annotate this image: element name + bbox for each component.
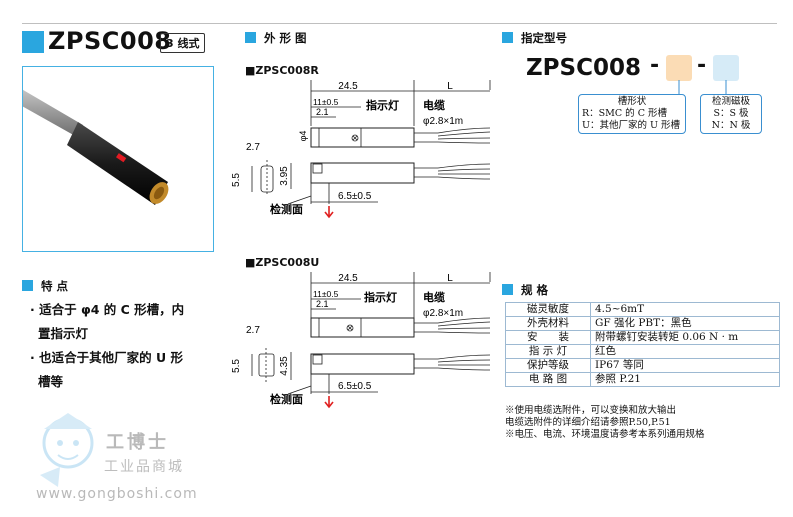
spec-key: 外壳材料 <box>505 316 591 331</box>
dim-11: 11±0.5 <box>313 97 339 107</box>
spec-notes: ※使用电缆选附件，可以变换和放大输出 电缆选附件的详细介绍请参照P.50,P.5… <box>505 405 705 441</box>
sensor-image <box>23 89 169 205</box>
groove-option-box <box>666 55 692 81</box>
spec-key: 安 装 <box>505 330 591 345</box>
feature-line: 置指示灯 <box>38 326 89 341</box>
mascot-icon <box>40 413 94 487</box>
dim-L: L <box>447 81 453 92</box>
dim-11: 11±0.5 <box>313 289 339 299</box>
watermark <box>30 405 110 499</box>
cable-label: 电缆 <box>423 98 445 112</box>
dim-27: 2.7 <box>246 142 260 153</box>
drawing-r: 24.5 L 11±0.5 2.1 指示灯 电缆 φ2.8×1m 2.7 φ4 … <box>231 80 491 219</box>
table-row: 电 路 图参照 P.21 <box>505 372 780 387</box>
dim-phi4: φ4 <box>298 131 308 142</box>
title-marker <box>22 31 44 53</box>
drawing-u: 24.5 L 11±0.5 2.1 指示灯 电缆 φ2.8×1m 2.7 5.5… <box>231 272 491 409</box>
features-list: · 适合于 φ4 的 C 形槽，内 置指示灯 · 也适合于其他厂家的 U 形 槽… <box>30 298 184 394</box>
dim-65: 6.5±0.5 <box>338 381 372 392</box>
cable-diameter: φ2.8×1m <box>423 308 463 319</box>
dim-55: 5.5 <box>231 359 242 373</box>
table-row: 安 装附带螺钉安装转矩 0.06 N · m <box>505 330 780 345</box>
spec-value: 4.5~6mT <box>590 302 780 317</box>
features-section-header: 特 点 <box>22 278 68 294</box>
dim-27: 2.7 <box>246 325 260 336</box>
feature-line: · 也适合于其他厂家的 U 形 <box>30 350 183 365</box>
spec-value: GF 强化 PBT：黑色 <box>590 316 780 331</box>
model-dash: - <box>697 53 707 78</box>
model-code: ZPSC008 <box>526 55 641 81</box>
drawing-r-label: ■ZPSC008R <box>245 64 319 77</box>
dim-length: 24.5 <box>338 273 358 284</box>
magnet-option-n: N：N 极 <box>711 120 751 131</box>
model-section-header: 指定型号 <box>502 30 567 46</box>
spec-key: 电 路 图 <box>505 372 591 387</box>
groove-shape-legend: 槽形状 R：SMC 的 C 形槽 U：其他厂家的 U 形槽 <box>578 94 686 134</box>
magnet-title: 检测磁极 <box>711 96 750 107</box>
feature-line: · 适合于 φ4 的 C 形槽，内 <box>30 302 185 317</box>
outline-section-header: 外 形 图 <box>245 30 307 46</box>
section-marker <box>502 32 513 43</box>
dim-21: 2.1 <box>316 299 329 309</box>
indicator-label: 指示灯 <box>364 290 397 304</box>
dim-435: 4.35 <box>279 356 290 376</box>
magnet-option-s: S：S 极 <box>713 108 749 119</box>
model-dash: - <box>650 53 660 78</box>
dim-55: 5.5 <box>231 173 242 187</box>
cable-label: 电缆 <box>423 290 445 304</box>
specs-heading: 规 格 <box>521 283 549 297</box>
wire-type-badge: 3 线式 <box>160 33 206 53</box>
feature-line: 槽等 <box>38 374 64 389</box>
option-connectors <box>678 80 727 94</box>
groove-title: 槽形状 <box>617 96 647 107</box>
dim-65: 6.5±0.5 <box>338 191 372 202</box>
features-heading: 特 点 <box>41 279 69 293</box>
magnet-pole-legend: 检测磁极 S：S 极 N：N 极 <box>700 94 762 134</box>
groove-option-r: R：SMC 的 C 形槽 <box>582 108 667 119</box>
indicator-label: 指示灯 <box>366 98 399 112</box>
spec-value: IP67 等同 <box>590 358 780 373</box>
dim-21: 2.1 <box>316 107 329 117</box>
spec-key: 磁灵敏度 <box>505 302 591 317</box>
drawing-u-label: ■ZPSC008U <box>245 256 320 269</box>
detect-face-label: 检测面 <box>270 392 303 406</box>
detect-face-label: 检测面 <box>270 202 303 216</box>
model-heading: 指定型号 <box>521 31 567 45</box>
top-rule <box>22 23 777 24</box>
watermark-mall: 工业品商城 <box>104 459 184 475</box>
detect-arrow-icon <box>324 396 334 409</box>
groove-option-u: U：其他厂家的 U 形槽 <box>582 120 681 131</box>
spec-key: 指 示 灯 <box>505 344 591 359</box>
watermark-url: www.gongboshi.com <box>36 486 198 502</box>
dim-L: L <box>447 273 453 284</box>
outline-heading: 外 形 图 <box>264 31 307 45</box>
dim-length: 24.5 <box>338 81 358 92</box>
product-photo <box>22 66 214 252</box>
spec-value: 附带螺钉安装转矩 0.06 N · m <box>590 330 780 345</box>
watermark-brand: 工博士 <box>106 432 169 453</box>
detect-arrow-icon <box>324 206 334 219</box>
spec-key: 保护等级 <box>505 358 591 373</box>
section-marker <box>502 284 513 295</box>
note-line: ※电压、电流、环境温度请参考本系列通用规格 <box>505 429 705 440</box>
table-row: 指 示 灯红色 <box>505 344 780 359</box>
note-line: ※使用电缆选附件，可以变换和放大输出 <box>505 405 677 416</box>
section-marker <box>245 32 256 43</box>
cable-diameter: φ2.8×1m <box>423 116 463 127</box>
spec-value: 红色 <box>590 344 780 359</box>
specs-section-header: 规 格 <box>502 282 548 298</box>
dim-395: 3.95 <box>279 166 290 186</box>
spec-value: 参照 P.21 <box>590 372 780 387</box>
note-line: 电缆选附件的详细介绍请参照P.50,P.51 <box>505 417 671 428</box>
page-title: ZPSC008 <box>48 27 172 55</box>
section-marker <box>22 280 33 291</box>
magnet-option-box <box>713 55 739 81</box>
